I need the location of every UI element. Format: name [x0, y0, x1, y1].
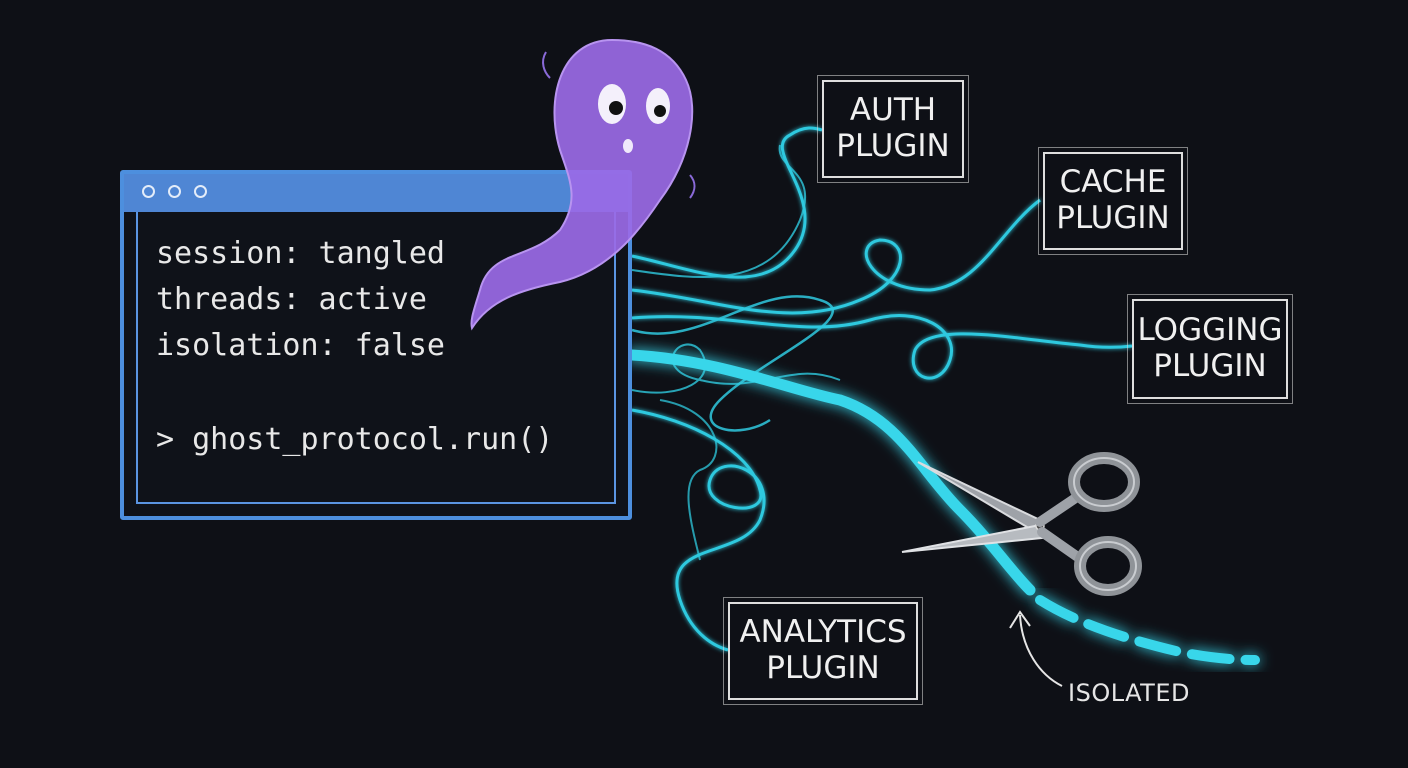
thread-isolated-cut — [1035, 595, 1260, 665]
scissors-icon — [901, 452, 1142, 596]
terminal-body — [136, 212, 616, 504]
isolated-label: ISOLATED — [1068, 679, 1190, 707]
plugin-label-line2: PLUGIN — [1153, 348, 1267, 384]
thread-analytics-2 — [659, 399, 718, 561]
terminal-line-isolation: isolation: false — [156, 328, 445, 363]
plugin-label-line1: AUTH — [849, 92, 937, 129]
thread-analytics — [631, 408, 766, 652]
terminal-titlebar — [124, 174, 628, 212]
plugin-label-line2: PLUGIN — [836, 128, 950, 164]
window-close-icon[interactable] — [142, 185, 155, 198]
thread-tangle-1 — [631, 295, 834, 432]
window-maximize-icon[interactable] — [194, 185, 207, 198]
thread-cache — [631, 198, 1041, 315]
thread-logging — [631, 314, 1133, 380]
thread-auth-2 — [631, 144, 807, 279]
terminal-window: session: tangled threads: active isolati… — [120, 170, 632, 520]
auth-plugin-box: AUTH PLUGIN — [817, 75, 969, 183]
thread-auth — [631, 126, 823, 279]
plugin-label-line2: PLUGIN — [766, 650, 880, 686]
plugin-label-line1: CACHE — [1059, 164, 1167, 201]
terminal-line-session: session: tangled — [156, 236, 445, 271]
plugin-label-line1: ANALYTICS — [739, 614, 907, 651]
window-minimize-icon[interactable] — [168, 185, 181, 198]
terminal-line-threads: threads: active — [156, 282, 427, 317]
plugin-label-line1: LOGGING — [1137, 312, 1283, 349]
terminal-line-command: > ghost_protocol.run() — [156, 422, 554, 457]
isolated-arrowhead — [1009, 610, 1031, 629]
logging-plugin-box: LOGGING PLUGIN — [1127, 294, 1293, 404]
isolated-arrow — [1019, 614, 1063, 687]
thread-isolated — [626, 349, 1036, 596]
plugin-label-line2: PLUGIN — [1056, 200, 1170, 236]
analytics-plugin-box: ANALYTICS PLUGIN — [723, 597, 923, 705]
cache-plugin-box: CACHE PLUGIN — [1038, 147, 1188, 255]
